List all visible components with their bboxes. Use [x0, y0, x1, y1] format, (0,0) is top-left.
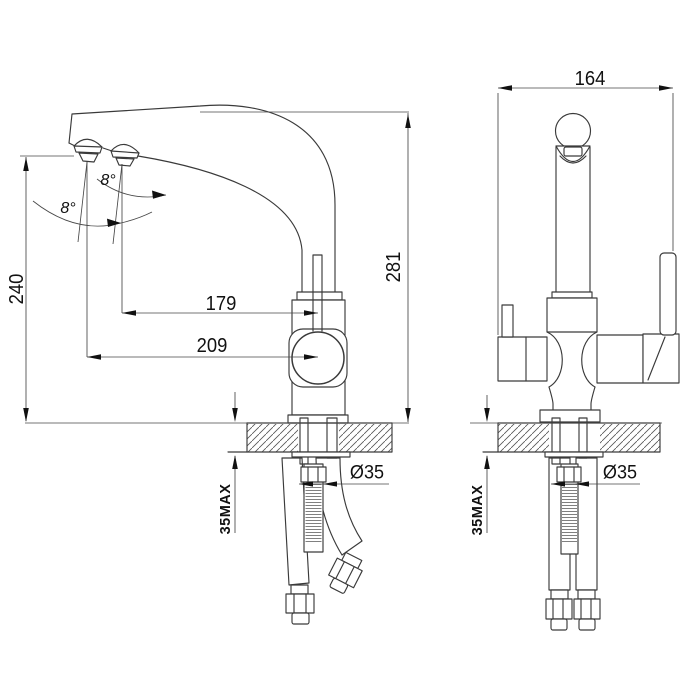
dimension-arrowheads	[23, 85, 673, 487]
dimension-angle-8-upper: 8°	[100, 172, 116, 189]
dimension-reach-179: 179	[205, 293, 237, 315]
dimension-height-240: 240	[6, 273, 28, 305]
dimension-deck-35max-left: 35MAX	[217, 483, 234, 535]
dimension-height-281: 281	[383, 251, 405, 283]
left-view-faucet	[68, 104, 393, 625]
dimension-deck-35max-right: 35MAX	[469, 484, 486, 536]
dimension-hole-diameter-left: Ø35	[349, 462, 385, 484]
dimension-lines	[20, 87, 674, 533]
dimension-reach-209: 209	[196, 335, 228, 357]
dimension-angle-8-lower: 8°	[60, 200, 76, 217]
dimension-hole-diameter-right: Ø35	[602, 462, 638, 484]
right-view-faucet	[482, 112, 680, 631]
dimension-width-164: 164	[574, 68, 606, 90]
